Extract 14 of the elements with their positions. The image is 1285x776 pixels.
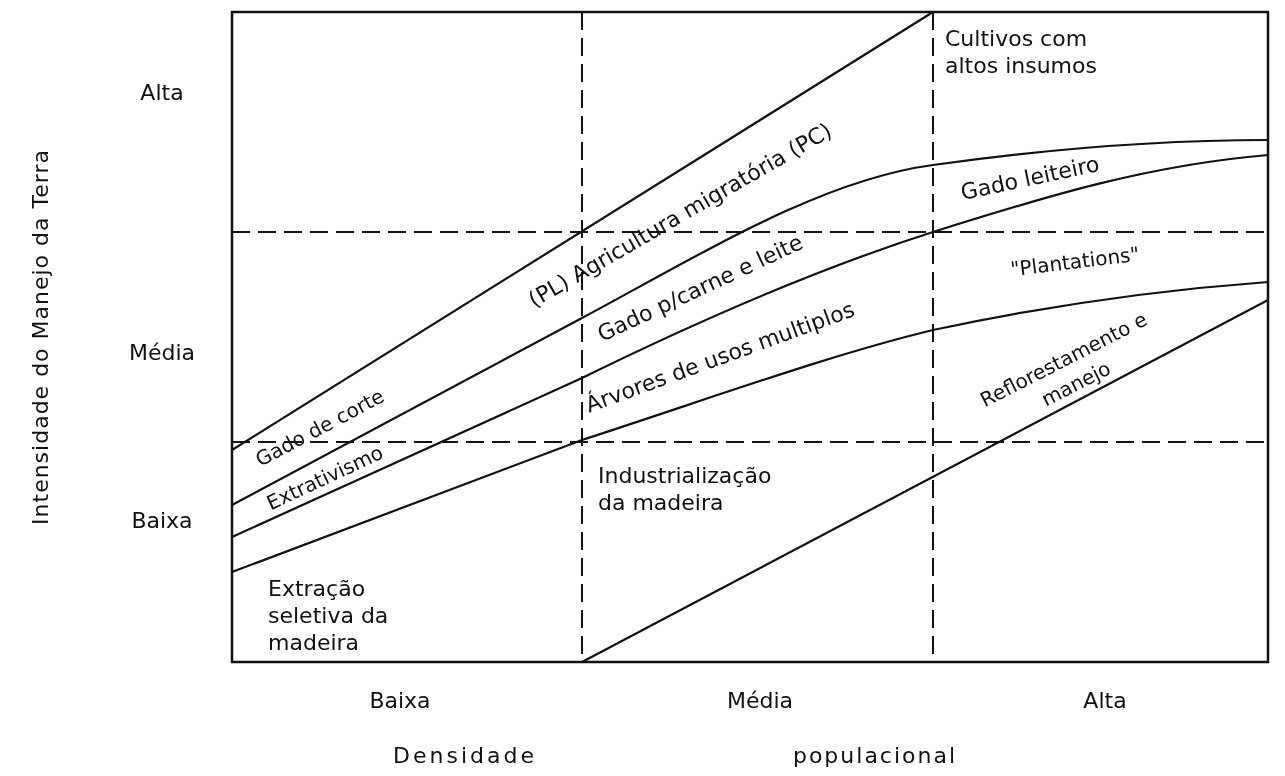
axis-tick-label: Média bbox=[128, 338, 196, 366]
axis-tick-label: Alta bbox=[140, 78, 184, 106]
axis-tick-label: Baixa bbox=[131, 506, 193, 534]
zone-label: Cultivos com altos insumos bbox=[945, 25, 1098, 79]
zone-label: Industrialização da madeira bbox=[598, 462, 773, 516]
zone-label: Gado leiteiro bbox=[958, 150, 1102, 206]
axis-tick-label: Média bbox=[726, 686, 794, 714]
zone-label: Extração seletiva da madeira bbox=[268, 575, 390, 656]
axis-title: Densidade bbox=[393, 741, 537, 769]
axis-title: populacional bbox=[792, 741, 958, 769]
axis-tick-label: Baixa bbox=[369, 686, 431, 714]
axis-title: Intensidade do Manejo da Terra bbox=[26, 149, 54, 525]
axis-tick-label: Alta bbox=[1083, 686, 1127, 714]
zone-label: "Plantations" bbox=[1008, 240, 1142, 284]
